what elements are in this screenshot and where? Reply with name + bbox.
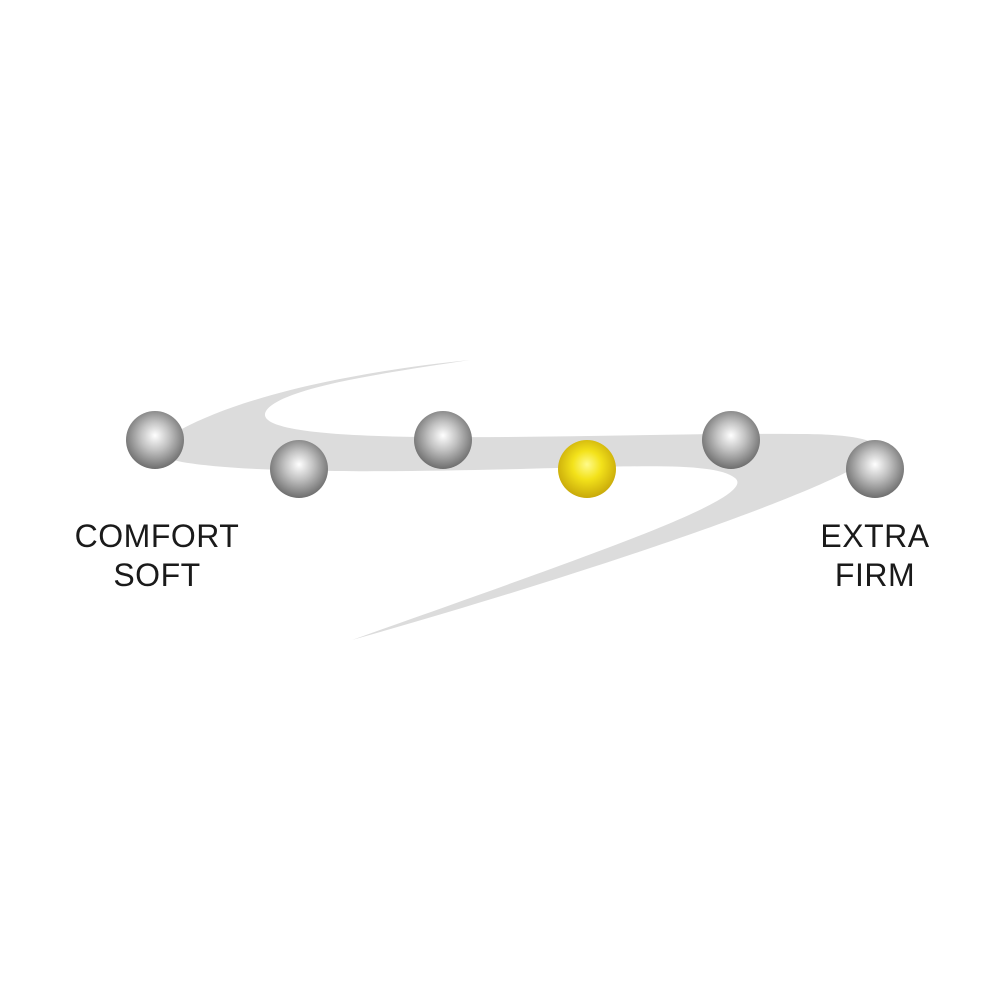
comfort-soft-label: COMFORT SOFT [52, 517, 262, 595]
firmness-level-ball [702, 411, 760, 469]
extra-firm-label: EXTRA FIRM [795, 517, 955, 595]
firmness-level-ball [126, 411, 184, 469]
firm-label-line2: FIRM [834, 557, 916, 593]
firm-label-line1: EXTRA [820, 518, 930, 554]
firmness-level-ball [846, 440, 904, 498]
soft-label-line2: SOFT [113, 557, 201, 593]
firmness-level-selected-ball [558, 440, 616, 498]
soft-label-line1: COMFORT [74, 518, 240, 554]
firmness-level-ball [414, 411, 472, 469]
swoosh-band [161, 360, 878, 640]
firmness-level-ball [270, 440, 328, 498]
